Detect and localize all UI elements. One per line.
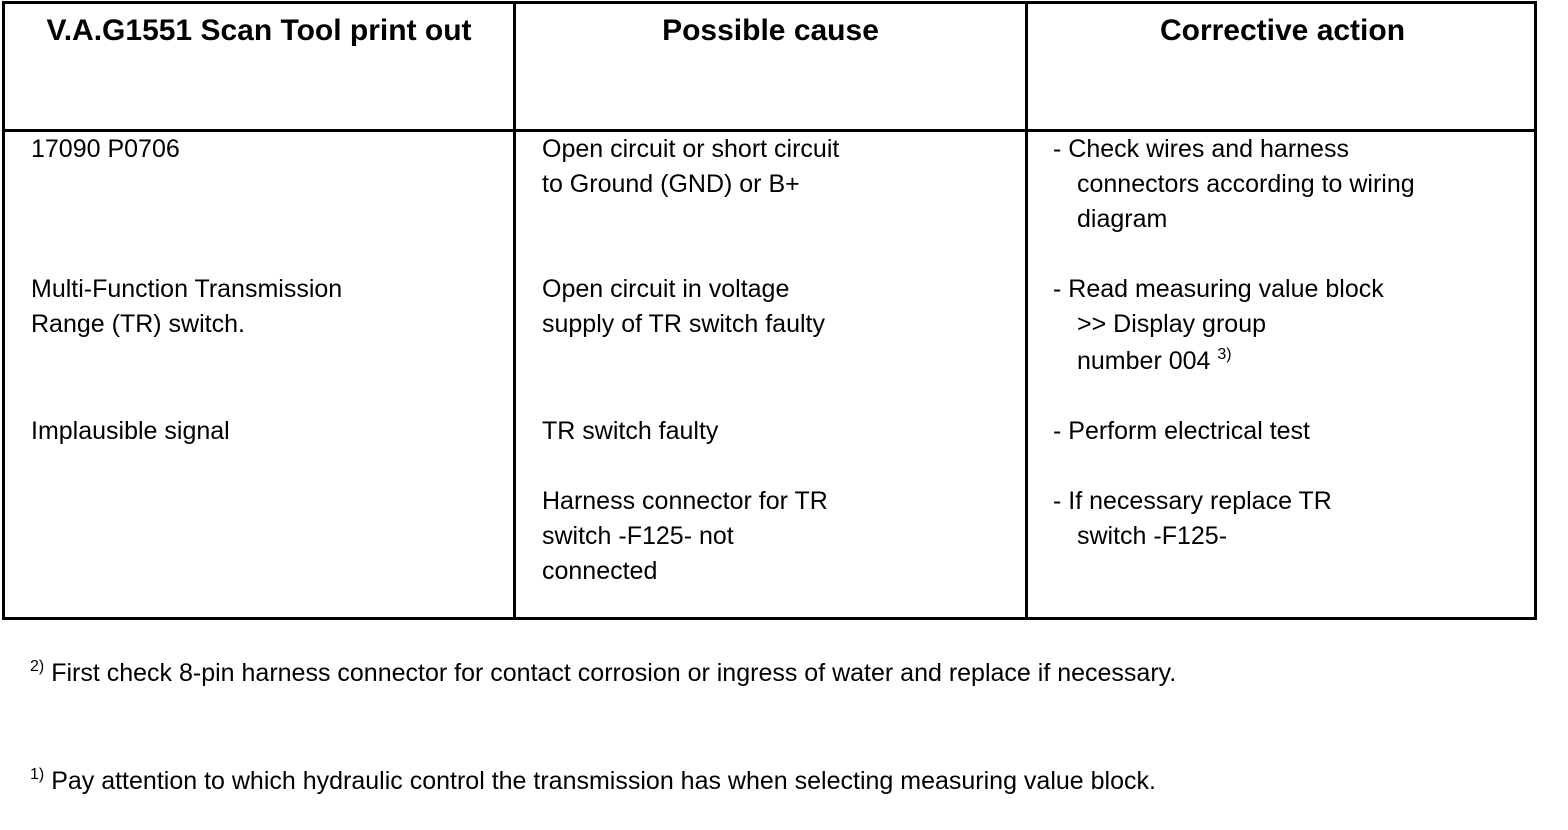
footnote-reference: 3) [1217, 346, 1232, 363]
footnote: 2) First check 8-pin harness connector f… [30, 656, 1230, 691]
action-line: diagram [1077, 205, 1168, 233]
cause-line: TR switch faulty [542, 417, 719, 445]
display-group-number: number 004 [1077, 347, 1211, 375]
action-line: - If necessary replace TR [1053, 487, 1332, 515]
footnote-marker: 2) [30, 658, 45, 675]
footnote-text: Pay attention to which hydraulic control… [51, 767, 1156, 795]
cause-line: Harness connector for TR [542, 487, 828, 515]
cause-line: connected [542, 557, 658, 585]
header-divider [5, 129, 1534, 132]
action-line: switch -F125- [1077, 522, 1228, 550]
action-line: number 004 3) [1053, 344, 1232, 379]
cause-line: Open circuit or short circuit [542, 135, 840, 163]
cause-line: Open circuit in voltage [542, 275, 790, 303]
action-line: - Read measuring value block [1053, 275, 1384, 303]
header-scan-tool-printout: V.A.G1551 Scan Tool print out [46, 14, 472, 47]
fault-type: Implausible signal [31, 417, 230, 445]
cause-line: switch -F125- not [542, 522, 734, 550]
action-line: - Perform electrical test [1053, 417, 1311, 445]
action-line: >> Display group [1077, 310, 1267, 338]
cause-line: supply of TR switch faulty [542, 310, 825, 338]
column-divider [1025, 4, 1028, 617]
fault-description-line: Multi-Function Transmission [31, 275, 343, 303]
footnote: 1) Pay attention to which hydraulic cont… [30, 764, 1230, 799]
header-possible-cause: Possible cause [662, 14, 879, 47]
footnote-text: First check 8-pin harness connector for … [51, 659, 1177, 687]
diagnostic-table: V.A.G1551 Scan Tool print out Possible c… [2, 1, 1537, 620]
action-line: - Check wires and harness [1053, 135, 1349, 163]
column-divider [513, 4, 516, 617]
action-line: connectors according to wiring [1077, 170, 1415, 198]
footnote-marker: 1) [30, 766, 45, 783]
header-corrective-action: Corrective action [1159, 14, 1406, 47]
fault-description-line: Range (TR) switch. [31, 310, 245, 338]
fault-code: 17090 P0706 [31, 135, 180, 163]
cause-line: to Ground (GND) or B+ [542, 170, 800, 198]
